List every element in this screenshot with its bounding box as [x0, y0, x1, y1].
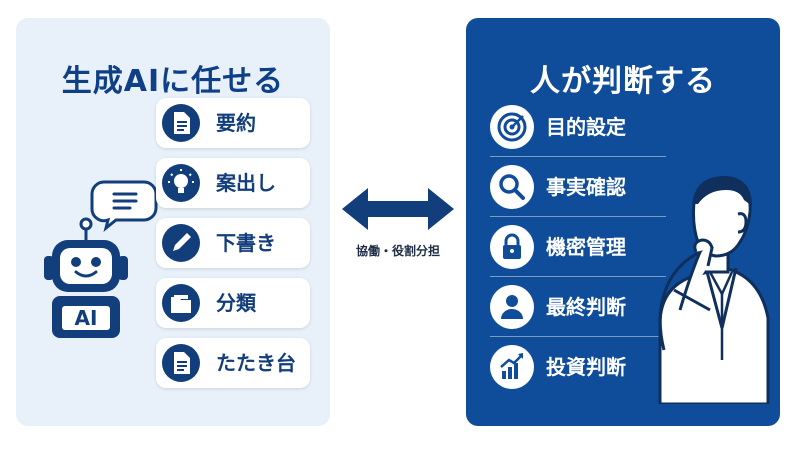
resp-investment-decision: 投資判断 — [490, 340, 666, 394]
document-icon — [162, 344, 200, 382]
thinking-person-icon — [658, 176, 770, 404]
divider — [490, 276, 666, 277]
resp-confidentiality: 機密管理 — [490, 220, 666, 274]
robot-icon — [44, 180, 158, 338]
ai-panel: 生成AIに任せる AI 要約 案出し — [16, 18, 330, 426]
divider — [490, 336, 666, 337]
resp-fact-check: 事実確認 — [490, 160, 666, 214]
collaboration-caption: 協働・役割分担 — [355, 244, 440, 258]
resp-final-decision: 最終判断 — [490, 280, 666, 334]
resp-label: 機密管理 — [546, 235, 626, 259]
task-ideation: 案出し — [156, 158, 310, 208]
task-summary: 要約 — [156, 98, 310, 148]
document-icon — [162, 104, 200, 142]
task-label: 下書き — [216, 231, 276, 255]
task-label: 分類 — [216, 291, 256, 315]
divider — [490, 216, 666, 217]
lock-icon — [490, 225, 534, 269]
task-rough-draft: たたき台 — [156, 338, 310, 388]
divider — [490, 156, 666, 157]
human-panel-title: 人が判断する — [530, 64, 716, 99]
folder-icon — [162, 284, 200, 322]
task-label: 案出し — [216, 171, 276, 195]
task-classify: 分類 — [156, 278, 310, 328]
resp-label: 目的設定 — [546, 115, 626, 139]
task-draft: 下書き — [156, 218, 310, 268]
resp-label: 投資判断 — [546, 355, 626, 379]
ai-panel-title: 生成AIに任せる — [61, 64, 285, 99]
growth-chart-icon — [490, 345, 534, 389]
pencil-icon — [162, 224, 200, 262]
robot-label: AI — [74, 306, 98, 330]
task-label: たたき台 — [216, 351, 296, 375]
target-icon — [490, 105, 534, 149]
magnifier-icon — [490, 165, 534, 209]
resp-label: 事実確認 — [546, 175, 626, 199]
double-arrow-icon — [342, 188, 454, 230]
person-icon — [490, 285, 534, 329]
task-label: 要約 — [216, 111, 256, 135]
resp-label: 最終判断 — [546, 295, 626, 319]
resp-goal-setting: 目的設定 — [490, 100, 666, 154]
lightbulb-icon — [162, 164, 200, 202]
